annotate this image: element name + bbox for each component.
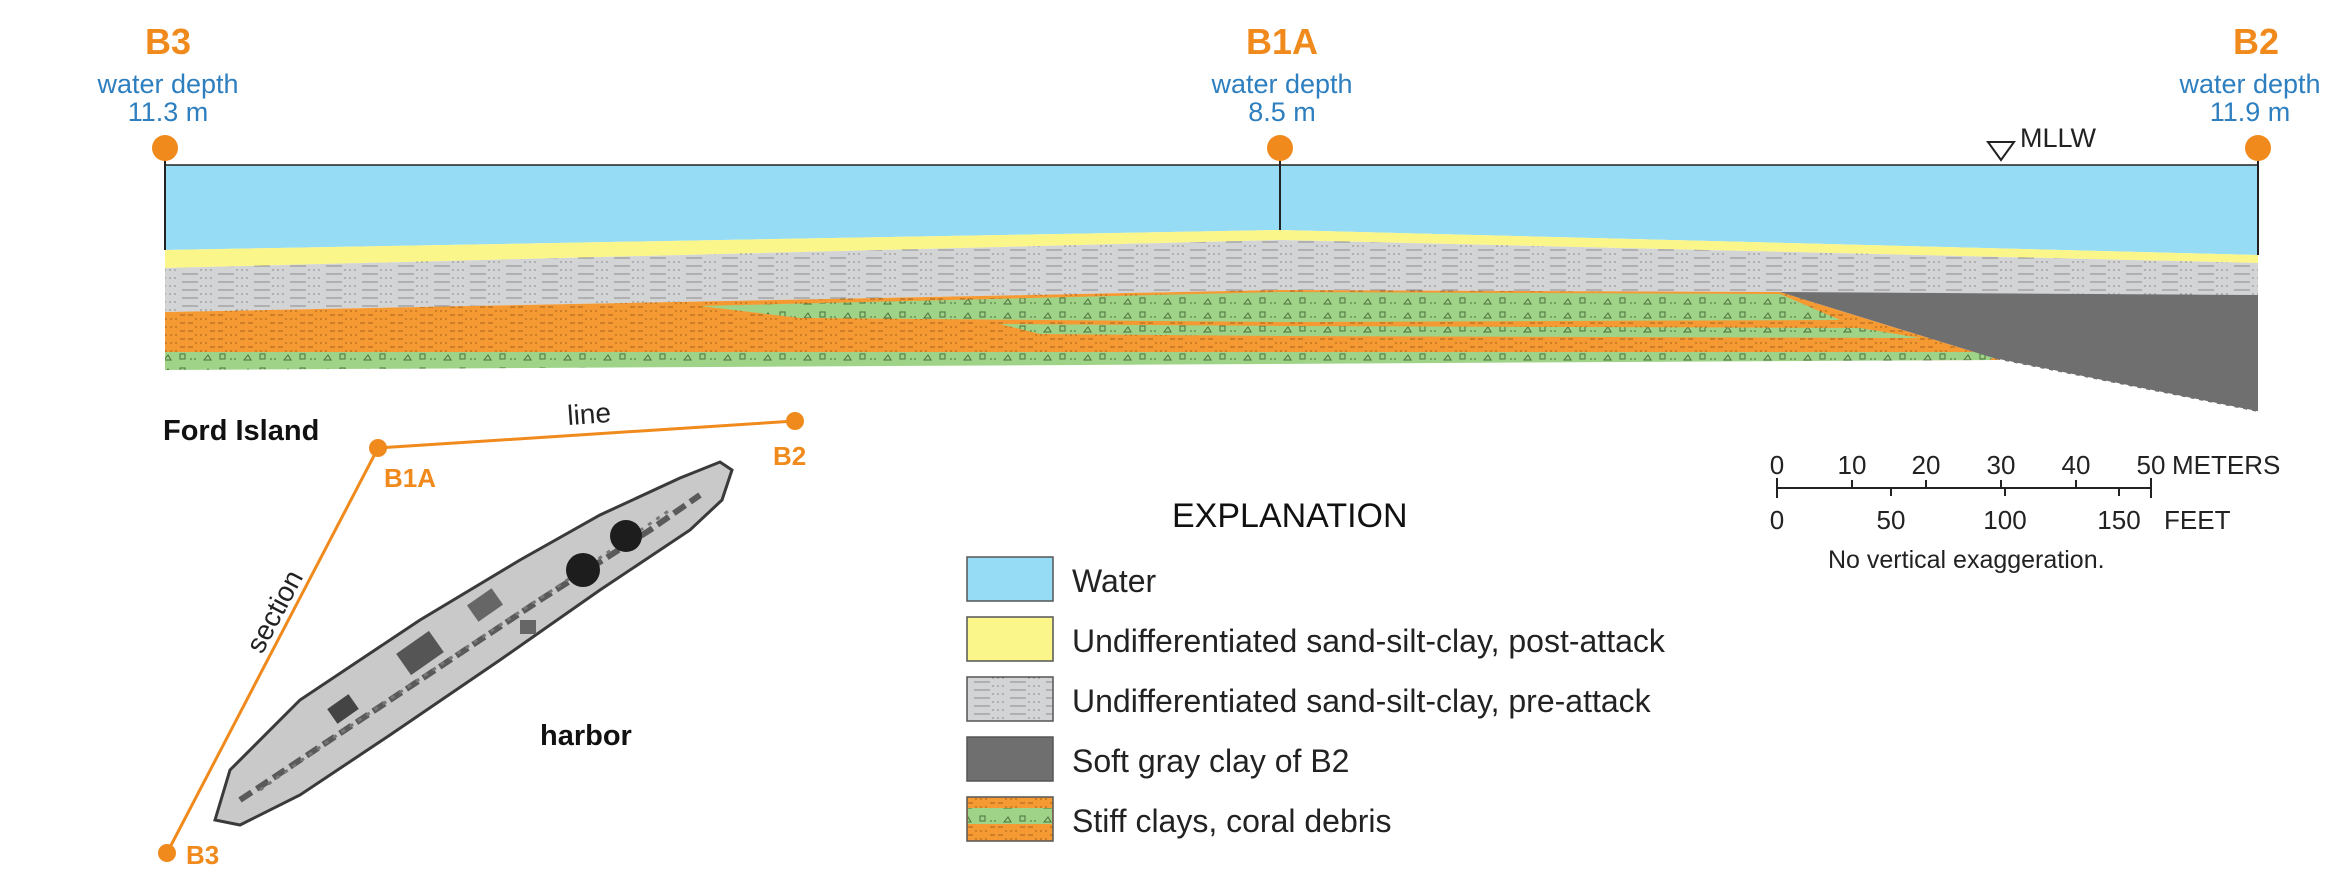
stiff-clay-green-band-2 [1000,324,1920,338]
scale-meter-ticks [1776,478,2152,498]
post-attack-layer [165,230,2258,268]
borehole-marker-b1a [1267,135,1293,161]
borehole-depth-value-b1a: 8.5 m [1248,97,1316,127]
coral-debris-layer [165,352,2000,370]
soft-clay-dashed-boundary [1999,359,2259,413]
legend: EXPLANATION Water Undifferentiated sand-… [966,497,1666,842]
legend-title: EXPLANATION [1172,497,1408,535]
borehole-depth-label-b2: water depth [2178,69,2320,99]
legend-label-post-attack: Undifferentiated sand-silt-clay, post-at… [1072,623,1666,659]
legend-swatch-soft-gray-clay [966,736,1054,782]
scale-meter-tick-20: 20 [1912,450,1941,480]
pre-attack-layer [165,240,2258,312]
scale-meters-unit: METERS [2172,450,2280,480]
scale-feet-tick-50: 50 [1877,505,1906,535]
scale-meter-tick-0: 0 [1770,450,1784,480]
legend-label-water: Water [1072,563,1157,599]
scale-feet-ticks [1890,488,2120,496]
legend-swatch-stiff-clay [966,796,1054,842]
borehole-depth-label-b3: water depth [96,69,238,99]
ship-silhouette [213,460,734,827]
map-point-b2 [786,412,804,430]
legend-label-stiff-clay: Stiff clays, coral debris [1072,803,1392,839]
scale-meter-tick-30: 30 [1987,450,2016,480]
scale-meter-tick-50: 50 [2137,450,2166,480]
scale-bar: 0 10 20 30 40 50 METERS 0 50 100 150 FEE… [1770,450,2281,574]
borehole-depth-label-b1a: water depth [1210,69,1352,99]
borehole-id-b1a: B1A [1246,21,1318,62]
borehole-marker-b2 [2245,135,2271,161]
map-label-b1a: B1A [384,463,436,493]
map-point-b1a [369,439,387,457]
legend-swatch-pre-attack [966,676,1054,722]
section-line-label-line: line [566,397,612,431]
soft-gray-clay-layer [1780,292,2258,412]
water-label-harbor: harbor [540,720,632,752]
scale-meter-tick-10: 10 [1838,450,1867,480]
location-map: B1A B2 B3 Ford Island harbor line sectio… [158,397,806,870]
cross-section: B3 water depth 11.3 m B1A water depth 8.… [96,21,2321,413]
water-layer [165,165,2258,255]
mllw-triangle-icon [1986,141,2016,162]
mllw-label: MLLW [2020,123,2097,153]
borehole-id-b2: B2 [2233,21,2279,62]
scale-feet-unit: FEET [2164,505,2231,535]
map-label-b2: B2 [773,441,806,471]
scale-meter-tick-40: 40 [2062,450,2091,480]
legend-label-soft-gray-clay: Soft gray clay of B2 [1072,743,1349,779]
map-point-b3 [158,844,176,862]
borehole-depth-value-b3: 11.3 m [128,97,209,127]
stiff-clay-green-band [700,292,1840,322]
place-label-ford-island: Ford Island [163,415,319,447]
borehole-marker-b3 [152,135,178,161]
scale-feet-tick-0: 0 [1770,505,1784,535]
borehole-id-b3: B3 [145,21,191,62]
scale-feet-tick-150: 150 [2097,505,2140,535]
map-label-b3: B3 [186,840,219,870]
legend-swatch-post-attack [966,616,1054,662]
section-line-label-section: section [240,565,309,658]
scale-feet-tick-100: 100 [1983,505,2026,535]
scale-note: No vertical exaggeration. [1828,546,2105,574]
borehole-depth-value-b2: 11.9 m [2210,97,2291,127]
legend-label-pre-attack: Undifferentiated sand-silt-clay, pre-att… [1072,683,1652,719]
legend-swatch-water [966,556,1054,602]
